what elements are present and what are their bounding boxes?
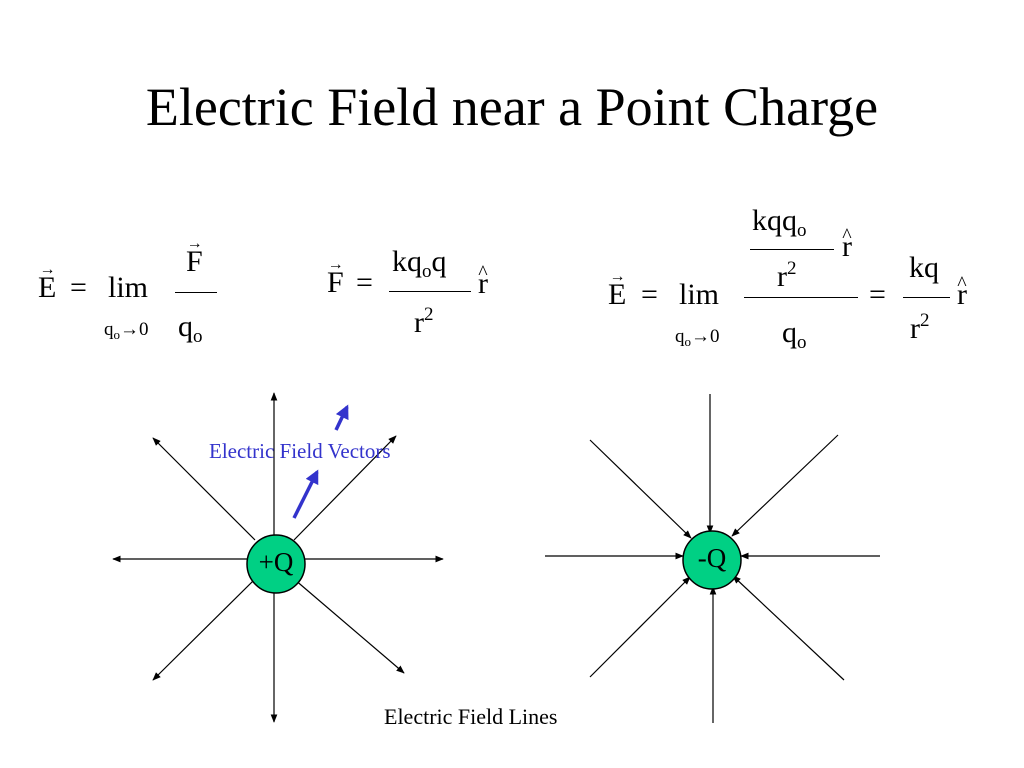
- inner-denominator-r-squared: r2: [777, 258, 797, 293]
- field-line-down-left: [152, 578, 256, 681]
- field-vectors-label: Electric Field Vectors: [209, 439, 391, 463]
- positive-charge-circle: [246, 534, 306, 594]
- denominator-r-squared: r2: [414, 304, 434, 339]
- positive-charge-field-lines: [112, 392, 444, 723]
- negative-charge-label: -Q: [697, 543, 727, 573]
- inner-numerator-kqqo: kqqo: [752, 204, 807, 241]
- slide-title: Electric Field near a Point Charge: [145, 77, 879, 137]
- equals-sign: =: [356, 266, 373, 299]
- equals-sign: =: [70, 271, 87, 304]
- final-numerator-kq: kq: [909, 251, 939, 284]
- final-fraction-bar: [903, 297, 950, 298]
- lim-operator: lim: [679, 278, 720, 311]
- field-line-from-lower-left: [589, 576, 691, 678]
- field-line-from-lower-right: [732, 575, 845, 681]
- fraction-bar: [175, 292, 217, 293]
- final-denominator-r-squared: r2: [910, 310, 930, 345]
- inner-fraction-bar: [750, 249, 834, 250]
- field-line-from-upper-right: [731, 434, 839, 537]
- numerator-kqoq: kqoq: [392, 245, 447, 282]
- electric-field-vectors: [292, 404, 349, 519]
- field-line-up-right: [293, 435, 397, 541]
- field-lines-label: Electric Field Lines: [384, 704, 558, 729]
- field-line-from-upper-left: [589, 439, 692, 539]
- field-line-down-right: [293, 578, 405, 674]
- negative-charge-circle: [682, 530, 742, 590]
- field-line-up-left: [152, 437, 256, 541]
- positive-charge-label: +Q: [258, 547, 294, 577]
- limit-subscript: qo→0: [675, 326, 720, 349]
- denominator-test-charge: qo: [178, 310, 203, 347]
- fraction-bar: [389, 291, 471, 292]
- limit-subscript: qo→0: [104, 319, 149, 342]
- field-vector-long: [292, 469, 319, 519]
- field-vector-short: [334, 404, 349, 431]
- outer-denominator-test-charge: qo: [782, 316, 807, 353]
- equals-sign: =: [641, 278, 658, 311]
- outer-fraction-bar: [744, 297, 858, 298]
- equals-sign-2: =: [869, 278, 886, 311]
- negative-charge-field-lines: [545, 394, 880, 723]
- lim-operator: lim: [108, 271, 149, 304]
